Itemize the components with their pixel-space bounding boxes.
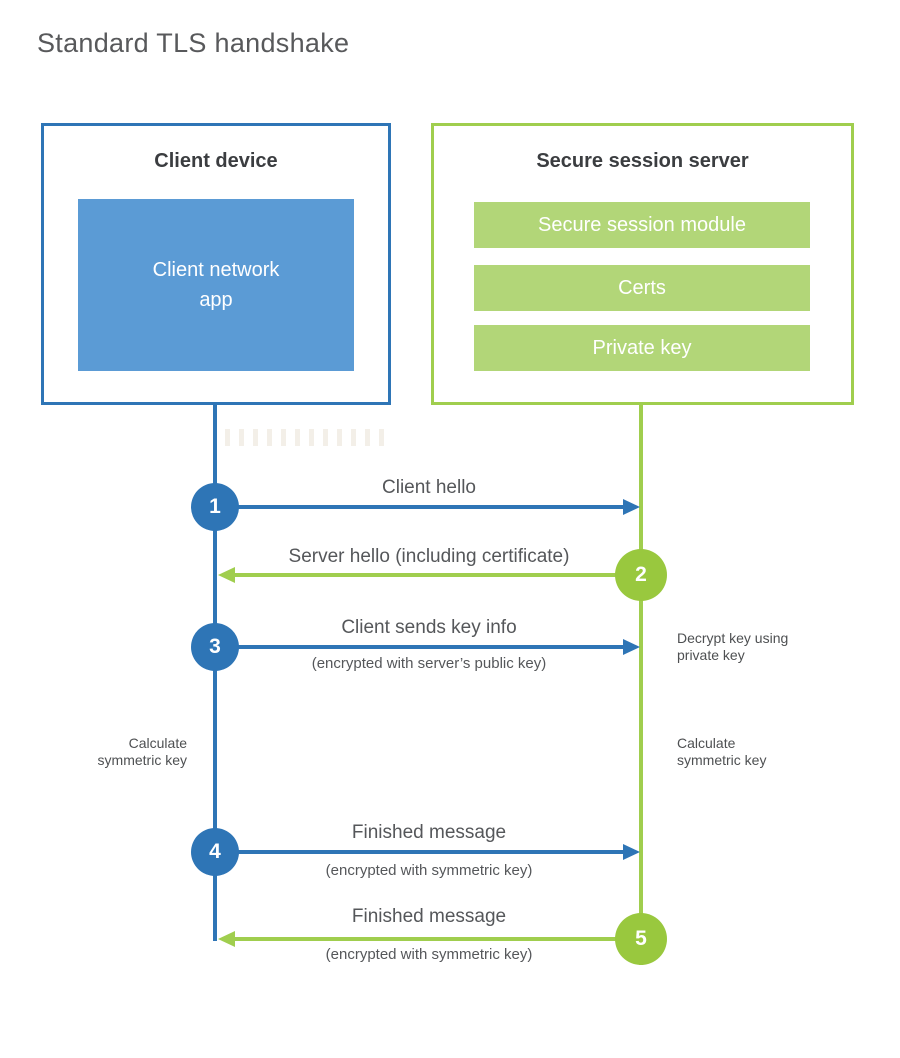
decrypt-key-note: Decrypt key using private key (677, 630, 788, 664)
step-5-label: Finished message (351, 906, 507, 927)
calc-server-line-1: Calculate (677, 735, 736, 751)
server-box-title: Secure session server (536, 150, 749, 172)
calc-symmetric-key-note-server: Calculate symmetric key (677, 735, 766, 769)
arrow-3-line (237, 645, 624, 649)
decrypt-note-line-2: private key (677, 647, 745, 663)
arrow-2-head-left-icon (218, 567, 235, 583)
arrow-1-head-right-icon (623, 499, 640, 515)
server-module-private-key: Private key (474, 325, 810, 371)
arrow-3-head-right-icon (623, 639, 640, 655)
client-app-line-1: Client network (152, 259, 280, 281)
arrow-4-head-right-icon (623, 844, 640, 860)
client-network-app-block: Client network app (78, 199, 354, 371)
decrypt-note-line-1: Decrypt key using (677, 630, 789, 646)
calc-symmetric-key-note-client: Calculate symmetric key (37, 735, 187, 769)
step-5-sublabel: (encrypted with symmetric key) (325, 946, 533, 963)
step-5-badge: 5 (615, 913, 667, 965)
calc-client-line-1: Calculate (128, 735, 187, 751)
step-2-label: Server hello (including certificate) (288, 546, 570, 567)
server-module-secure-session: Secure session module (474, 202, 810, 248)
server-module-certs: Certs (474, 265, 810, 311)
step-1-label: Client hello (382, 477, 476, 498)
step-4-badge: 4 (191, 828, 239, 876)
server-lifeline (639, 405, 643, 965)
calc-client-line-2: symmetric key (97, 752, 187, 768)
arrow-5-head-left-icon (218, 931, 235, 947)
diagram-title: Standard TLS handshake (37, 28, 350, 58)
arrow-2-line (235, 573, 617, 577)
arrow-4-line (237, 850, 624, 854)
step-4-sublabel: (encrypted with symmetric key) (325, 862, 533, 879)
calc-server-line-2: symmetric key (677, 752, 767, 768)
arrow-1-line (237, 505, 624, 509)
arrow-5-line (235, 937, 617, 941)
client-app-line-2: app (199, 289, 233, 311)
client-box-title: Client device (154, 150, 278, 172)
client-lifeline (213, 405, 217, 941)
step-3-label: Client sends key info (341, 617, 517, 638)
step-2-badge: 2 (615, 549, 667, 601)
step-3-sublabel: (encrypted with server’s public key) (311, 655, 547, 672)
step-1-badge: 1 (191, 483, 239, 531)
secure-session-server-box: Secure session server Secure session mod… (431, 123, 854, 405)
step-4-label: Finished message (351, 822, 507, 843)
faint-dash-artifact (225, 429, 393, 446)
step-3-badge: 3 (191, 623, 239, 671)
client-device-box: Client device Client network app (41, 123, 391, 405)
